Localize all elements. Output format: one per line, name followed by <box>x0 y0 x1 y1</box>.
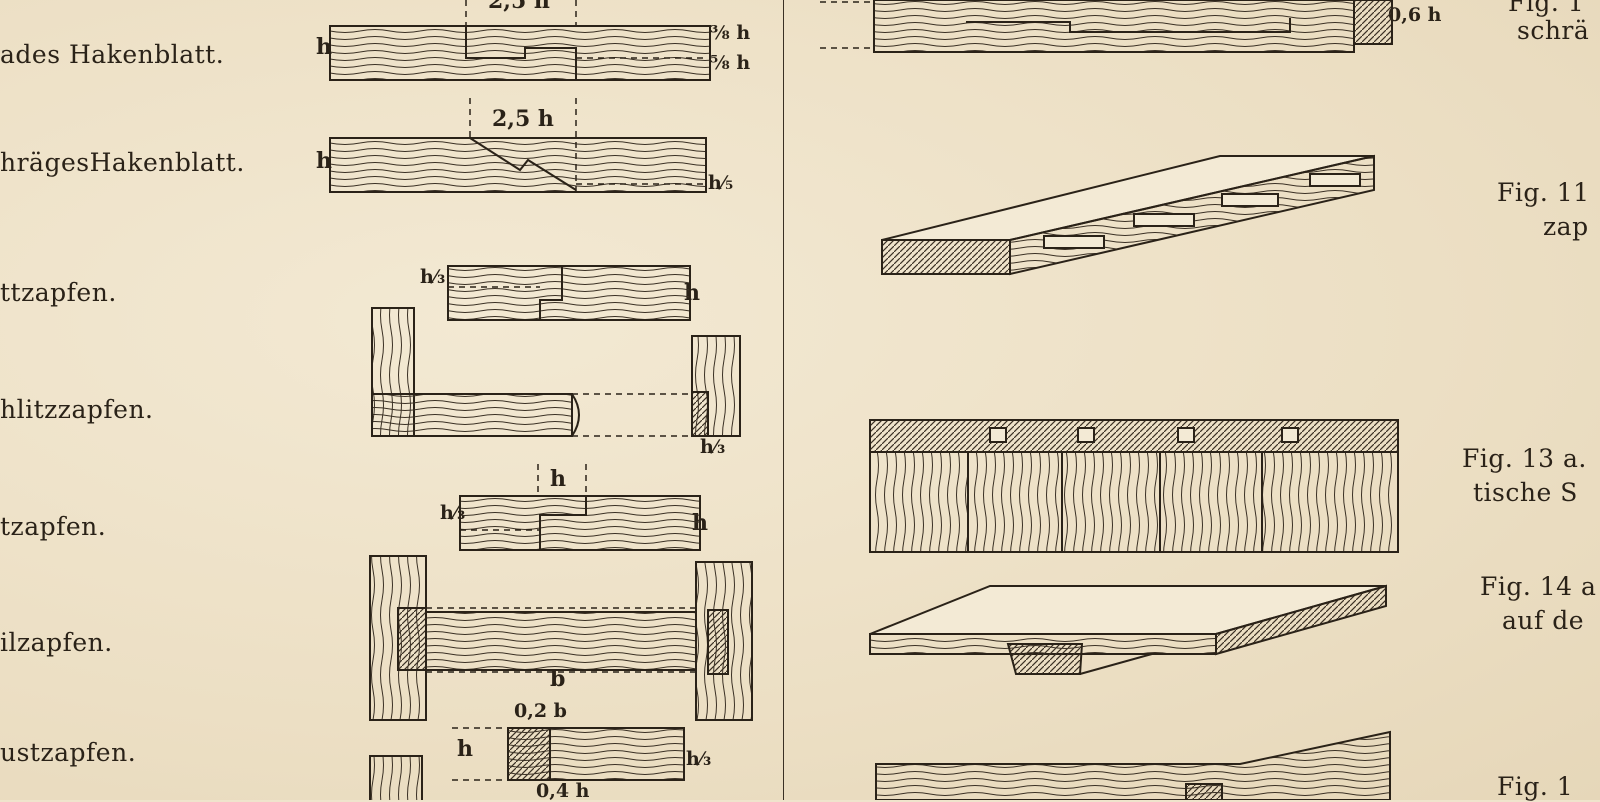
caption-blattzapfen: ttzapfen. <box>0 278 117 307</box>
dim-top-5-8: ⁵⁄₈ h <box>710 52 751 74</box>
caption-fig-14a: Fig. 14 a <box>1480 572 1597 601</box>
caption-fig-13a: Fig. 13 a. <box>1462 444 1587 473</box>
caption-gerades-hakenblatt: ades Hakenblatt. <box>0 40 225 69</box>
caption-schlitzzapfen: hlitzzapfen. <box>0 395 154 424</box>
dim-top-width: 2,5 h <box>488 0 550 14</box>
caption-fig-bottom: Fig. 1 <box>1497 772 1574 801</box>
dim-top-h: h <box>316 34 332 60</box>
caption-zap: zap <box>1543 212 1589 241</box>
dim-fig7-h: h <box>457 736 473 762</box>
fig-brustzapfen <box>369 727 685 800</box>
caption-auf-de: auf de <box>1502 606 1585 635</box>
fig-11-board <box>881 154 1375 276</box>
dim-fig7-04h: 0,4 h <box>536 780 590 802</box>
dim-fig2-width: 2,5 h <box>492 106 554 132</box>
fig-schlitzzapfen <box>371 307 741 437</box>
dim-fig2-h5: h⁄₅ <box>708 172 734 194</box>
caption-tische-s: tische S <box>1473 478 1578 507</box>
caption-schraeges-hakenblatt: hrägesHakenblatt. <box>0 148 245 177</box>
dim-fig5-h: h <box>550 466 566 492</box>
dim-fig4-h3: h⁄₃ <box>700 436 726 458</box>
fig-schraeges-hakenblatt <box>329 98 707 193</box>
fig-zapfen <box>459 464 701 551</box>
fig-bottom-right-beam <box>875 730 1391 800</box>
dim-right-06h: 0,6 h <box>1388 4 1442 26</box>
dim-top-3-8: ³⁄₈ h <box>710 22 751 44</box>
dim-fig3-h3: h⁄₃ <box>420 266 446 288</box>
fig-gerades-hakenblatt <box>329 0 711 81</box>
fig-13-boards <box>869 419 1399 553</box>
fig-right-top-beam <box>820 0 1393 53</box>
dim-fig5-h3: h⁄₃ <box>440 502 466 524</box>
caption-zapfen: tzapfen. <box>0 512 107 541</box>
caption-brustzapfen: ustzapfen. <box>0 738 137 767</box>
fig-blattzapfen <box>447 265 691 321</box>
dim-fig2-h: h <box>316 148 332 174</box>
caption-keilzapfen: ilzapfen. <box>0 628 113 657</box>
caption-fig-11: Fig. 11 <box>1497 178 1590 207</box>
column-divider <box>783 0 784 800</box>
dim-fig7-02b: 0,2 b <box>514 700 567 722</box>
dim-fig7-h3: h⁄₃ <box>686 748 712 770</box>
fig-14-board <box>869 584 1387 675</box>
caption-right-schrae: schrä <box>1517 16 1590 45</box>
fig-keilzapfen <box>369 555 753 721</box>
caption-right-fig-top: Fig. 1 <box>1508 0 1585 17</box>
